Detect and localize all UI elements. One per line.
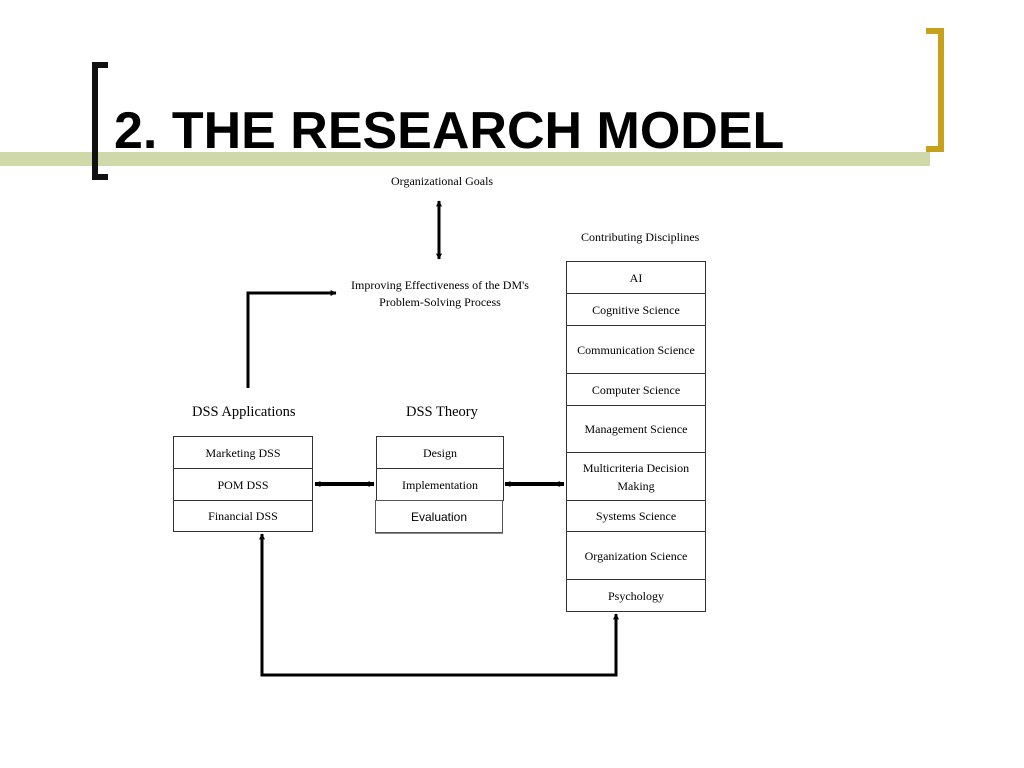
- dss-application-pom: POM DSS: [173, 468, 313, 501]
- discipline-organization-science: Organization Science: [566, 531, 706, 580]
- improving-effectiveness-line-1: Improving Effectiveness of the DM's: [351, 278, 529, 292]
- discipline-computer-science: Computer Science: [566, 373, 706, 406]
- left-bracket-decoration: [92, 62, 108, 180]
- slide-title: 2. THE RESEARCH MODEL: [114, 102, 785, 160]
- dss-theory-design: Design: [376, 436, 504, 469]
- improving-effectiveness-label: Improving Effectiveness of the DM's Prob…: [340, 277, 540, 311]
- discipline-management-science: Management Science: [566, 405, 706, 453]
- dss-theory-header: DSS Theory: [406, 404, 478, 420]
- discipline-systems-science: Systems Science: [566, 500, 706, 532]
- discipline-communication-science: Communication Science: [566, 325, 706, 374]
- discipline-ai: AI: [566, 261, 706, 294]
- dss-application-financial: Financial DSS: [173, 500, 313, 532]
- improving-effectiveness-line-2: Problem-Solving Process: [379, 295, 501, 309]
- contributing-disciplines-header: Contributing Disciplines: [581, 230, 700, 244]
- applications-to-improving-arrow: [246, 290, 337, 388]
- dss-theory-implementation: Implementation: [376, 468, 504, 501]
- dss-application-marketing: Marketing DSS: [173, 436, 313, 469]
- right-bracket-decoration: [926, 28, 944, 152]
- dss-theory-evaluation: Evaluation: [375, 500, 503, 533]
- title-accent-stripe: [0, 152, 930, 166]
- discipline-multicriteria-decision-making: Multicriteria Decision Making: [566, 452, 706, 501]
- discipline-cognitive-science: Cognitive Science: [566, 293, 706, 326]
- dss-applications-header: DSS Applications: [192, 404, 296, 420]
- organizational-goals-label: Organizational Goals: [391, 174, 494, 188]
- applications-disciplines-loop-arrow: [259, 533, 619, 677]
- discipline-psychology: Psychology: [566, 579, 706, 612]
